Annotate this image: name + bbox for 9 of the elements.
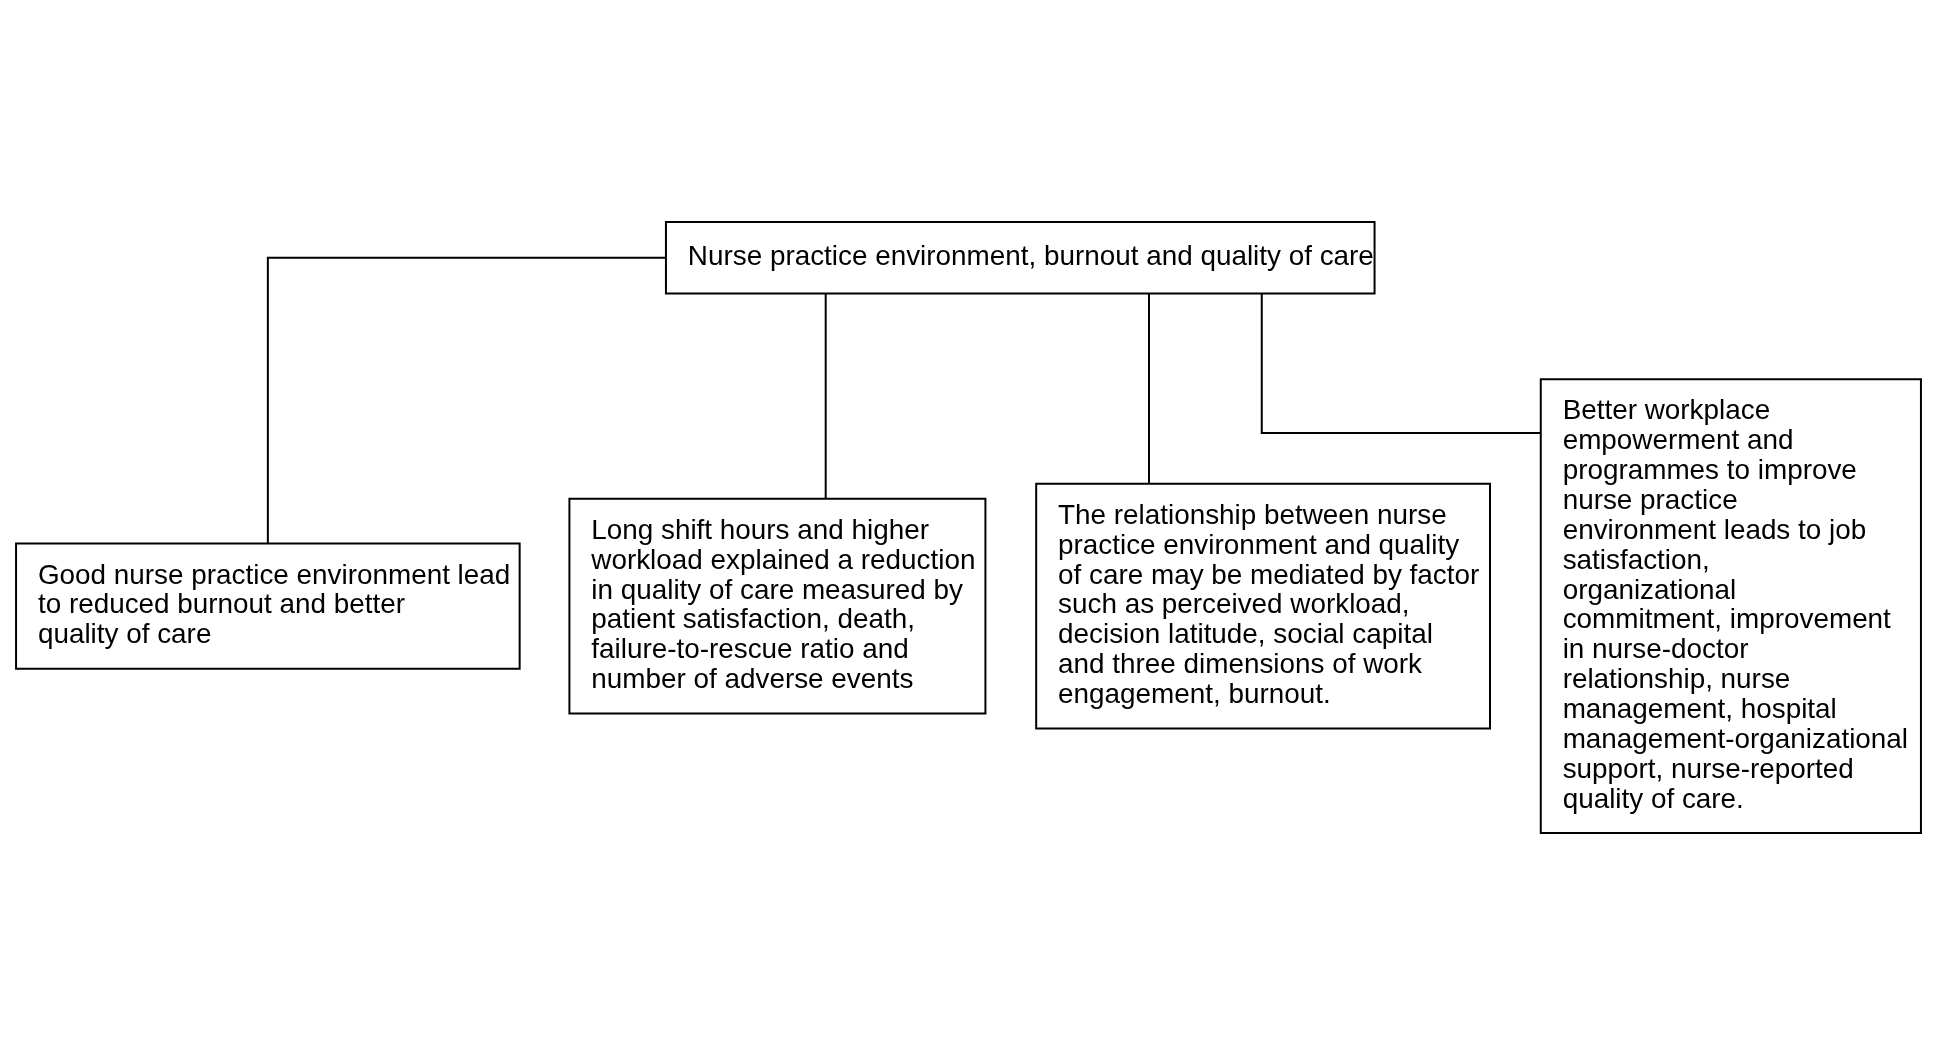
node-box: Good nurse practice environment lead to reduced burnout and better quality of care (15, 541, 521, 670)
node-box: Long shift hours and higher workload explained a reduction in quality of care measured by patient satisfaction, death, failure-to-rescue ratio and number of adverse events (568, 497, 987, 715)
connector (1260, 292, 1542, 434)
node-box: Better workplace empowerment and programmes to improve nurse practice environment leads to job satisfaction, organizational commitment, improvement in nurse-doctor relationship, nurse management, hospital management-organizational support, nurse-reported quality of care. (1539, 377, 1922, 834)
connector (1148, 292, 1150, 484)
node-box: The relationship between nurse practice environment and quality of care may be mediated by factor such as perceived workload, decision latitude, social capital and three dimensions of work engagement, burnout. (1035, 482, 1491, 730)
connector (824, 292, 827, 499)
node-box: Nurse practice environment, burnout and quality of care (664, 220, 1376, 295)
connector (266, 256, 667, 544)
